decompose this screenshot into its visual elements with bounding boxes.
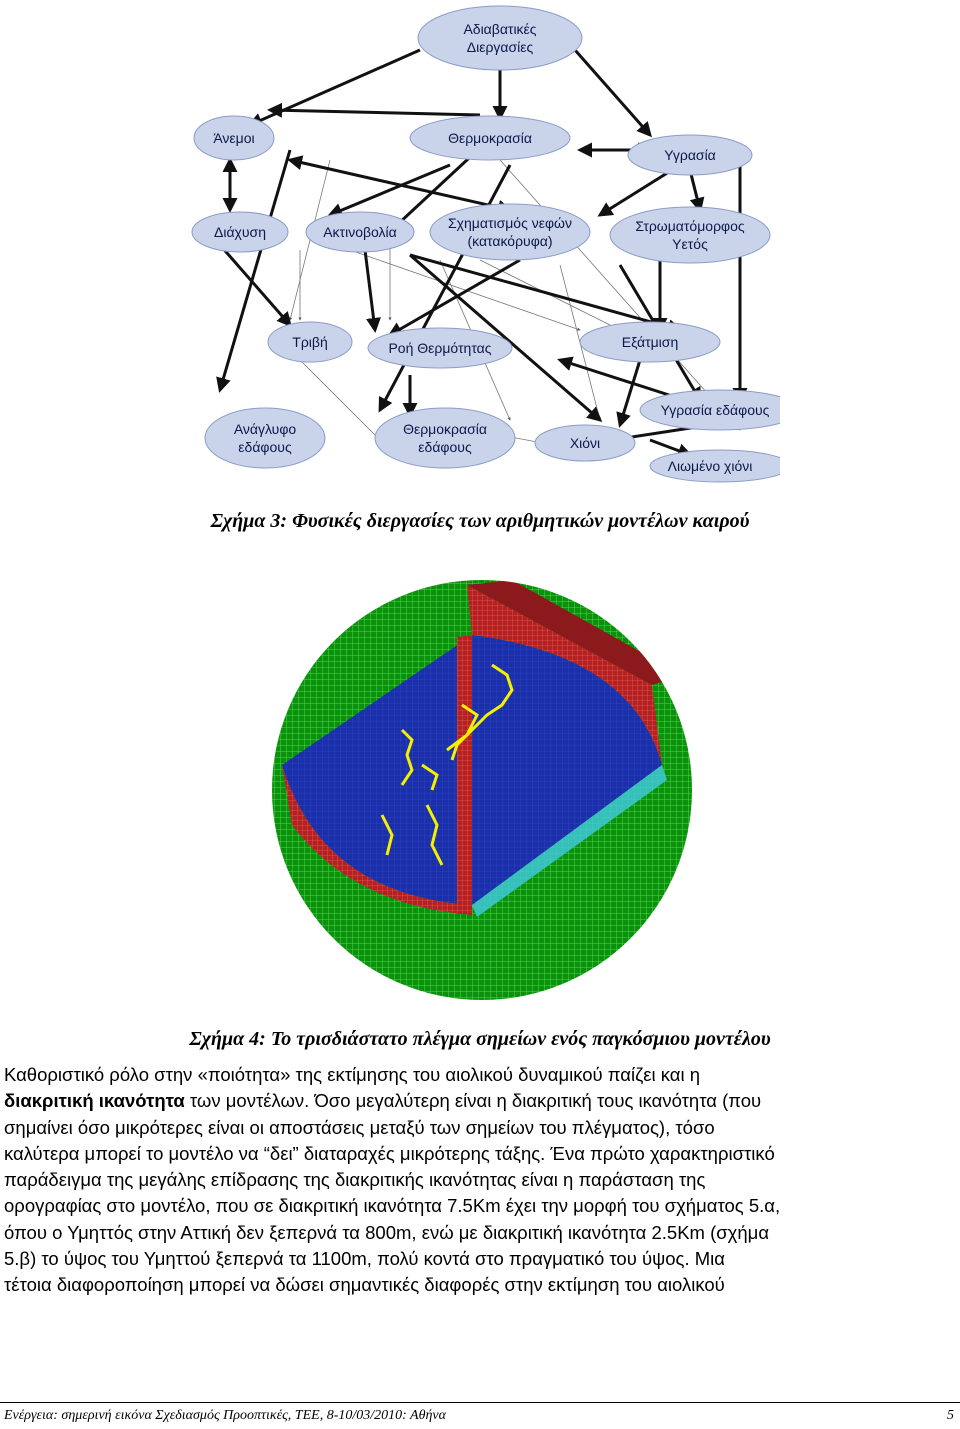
- node-humidity-label: Υγρασία: [664, 147, 716, 163]
- body-line: παράδειγμα της μεγάλης επίδρασης της δια…: [4, 1169, 706, 1191]
- node-humidity: Υγρασία: [627, 134, 753, 176]
- node-stratiform-precip: Στρωματόμορφος Υετός: [609, 206, 771, 264]
- body-line: ορογραφίας στο μοντέλο, που σε διακριτικ…: [4, 1195, 781, 1217]
- body-paragraph: Καθοριστικό ρόλο στην «ποιότητα» της εκτ…: [4, 1062, 956, 1299]
- node-soil-temp-label-1: Θερμοκρασία: [403, 421, 487, 437]
- node-evaporation: Εξάτμιση: [579, 321, 721, 363]
- node-melted-snow-label: Λιωμένο χιόνι: [668, 458, 753, 474]
- node-heat-flux: Ροή Θερμότητας: [367, 327, 513, 369]
- node-cloud-label-1: Σχηματισμός νεφών: [448, 215, 572, 231]
- node-snow: Χιόνι: [534, 424, 636, 462]
- footer-divider: [0, 1402, 960, 1403]
- node-friction: Τριβή: [267, 321, 353, 363]
- physical-processes-diagram: Αδιαβατικές Διεργασίες Άνεμοι Θερμοκρασί…: [191, 5, 780, 483]
- node-soil-moisture: Υγρασία εδάφους: [639, 389, 780, 431]
- body-line: Καθοριστικό ρόλο στην «ποιότητα» της εκτ…: [4, 1064, 701, 1085]
- node-winds: Άνεμοι: [193, 115, 275, 161]
- red-layer-bottom: [282, 765, 472, 915]
- node-radiation: Ακτινοβολία: [305, 211, 415, 253]
- footer-text: Ενέργεια: σημερινή εικόνα Σχεδιασμός Προ…: [4, 1408, 446, 1423]
- node-relief-label-1: Ανάγλυφο: [234, 421, 297, 437]
- body-line: όπου ο Υμηττός στην Αττική δεν ξεπερνά τ…: [4, 1221, 770, 1243]
- node-melted-snow: Λιωμένο χιόνι: [649, 449, 780, 483]
- node-adiabatic-label-2: Διεργασίες: [467, 39, 534, 55]
- node-heat-flux-label: Ροή Θερμότητας: [388, 340, 491, 356]
- main-arrows: [216, 48, 748, 458]
- node-cloud-formation: Σχηματισμός νεφών (κατακόρυφα): [429, 203, 591, 261]
- node-temperature: Θερμοκρασία: [409, 115, 571, 161]
- node-soil-moisture-label: Υγρασία εδάφους: [661, 402, 770, 418]
- node-cloud-label-2: (κατακόρυφα): [467, 233, 552, 249]
- page-number: 5: [947, 1408, 954, 1423]
- body-line: καλύτερα μπορεί το μοντέλο να “δει” διατ…: [4, 1142, 775, 1164]
- body-line: σημαίνει όσο μικρότερες είναι οι αποστάσ…: [4, 1116, 715, 1138]
- body-line: τέτοια διαφοροποίηση μπορεί να δώσει σημ…: [4, 1274, 725, 1296]
- node-strat-label-1: Στρωματόμορφος: [635, 218, 745, 234]
- node-diffusion: Διάχυση: [191, 211, 289, 253]
- node-radiation-label: Ακτινοβολία: [323, 224, 397, 240]
- node-winds-label: Άνεμοι: [213, 130, 254, 146]
- node-relief: Ανάγλυφο εδάφους: [204, 407, 326, 469]
- node-diffusion-label: Διάχυση: [214, 224, 266, 240]
- body-bold-term: διακριτική ικανότητα: [4, 1090, 185, 1112]
- node-soil-temp-label-2: εδάφους: [418, 439, 472, 455]
- node-relief-label-2: εδάφους: [238, 439, 292, 455]
- node-evaporation-label: Εξάτμιση: [622, 334, 678, 350]
- red-layer-vertical: [457, 635, 472, 910]
- node-temperature-label: Θερμοκρασία: [448, 130, 532, 146]
- node-snow-label: Χιόνι: [570, 435, 600, 451]
- node-adiabatic-label-1: Αδιαβατικές: [463, 21, 536, 37]
- global-grid-globe: [272, 580, 692, 1000]
- node-soil-temperature: Θερμοκρασία εδάφους: [374, 407, 516, 469]
- body-line: διακριτική ικανότητα των μοντέλων. Όσο μ…: [4, 1088, 956, 1114]
- node-adiabatic: Αδιαβατικές Διεργασίες: [417, 5, 583, 71]
- figure-3-caption: Σχήμα 3: Φυσικές διεργασίες των αριθμητι…: [210, 510, 750, 532]
- body-line: 5.β) το ύψος του Υμηττού ξεπερνά τα 1100…: [4, 1248, 725, 1270]
- cyan-layer: [472, 765, 667, 917]
- red-layer-top: [467, 585, 662, 765]
- node-friction-label: Τριβή: [292, 334, 327, 350]
- body-line-rest: των μοντέλων. Όσο μεγαλύτερη είναι η δια…: [184, 1090, 762, 1112]
- node-strat-label-2: Υετός: [672, 236, 708, 252]
- coastlines: [380, 663, 514, 866]
- figure-4-caption: Σχήμα 4: Το τρισδιάστατο πλέγμα σημείων …: [189, 1028, 771, 1050]
- shell-edge: [467, 580, 682, 685]
